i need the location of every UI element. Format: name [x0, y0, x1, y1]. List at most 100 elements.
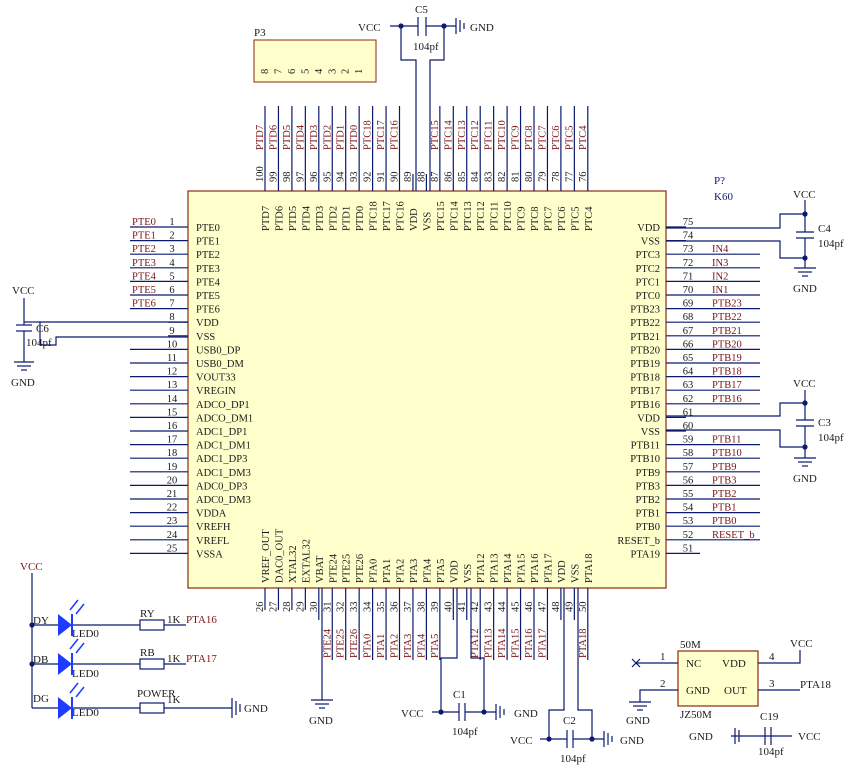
pin-name-right: PTB10: [630, 454, 660, 465]
net-label-bottom: PTA2: [390, 634, 401, 658]
pin-number-left: 3: [169, 244, 174, 255]
pin-name-left: VDD: [196, 318, 219, 329]
c19-gnd-label: GND: [689, 731, 713, 743]
pin-number-bottom: 28: [282, 602, 293, 613]
net-label-top: PTC5: [564, 125, 575, 150]
pin-number-left: 7: [169, 299, 174, 310]
c3-value: 104pf: [818, 432, 844, 444]
pin-name-top: PTC12: [476, 201, 487, 231]
c19-value: 104pf: [758, 746, 784, 758]
pin-name-top: PTC9: [517, 206, 528, 231]
cap-c6-group: [14, 298, 188, 371]
vcc-label-c4: VCC: [793, 189, 816, 201]
pin-number-bottom: 33: [349, 602, 360, 613]
pin-number-right: 68: [683, 312, 694, 323]
pin-name-left: PTE4: [196, 277, 221, 288]
net-label-bottom: PTA3: [403, 634, 414, 658]
net-label-right: PTB17: [712, 380, 742, 391]
pin-name-left: VREFL: [196, 536, 229, 547]
pin-number-top: 94: [336, 171, 347, 182]
pin-name-top: PTD4: [301, 205, 312, 231]
pin-number-left: 23: [167, 516, 178, 527]
ic-body: [187, 190, 667, 589]
net-label-top: PTC13: [457, 120, 468, 150]
pin-name-right: PTB9: [635, 468, 660, 479]
pin-number-top: 76: [578, 172, 589, 183]
net-label-top: PTC6: [551, 125, 562, 150]
pin-name-top: PTD5: [288, 206, 299, 231]
net-label-bottom: PTE25: [336, 629, 347, 658]
pin-number-right: 53: [683, 516, 694, 527]
pin-name-right: PTB16: [630, 400, 660, 411]
vcc-label-c6: VCC: [12, 285, 35, 297]
net-label-right: IN1: [712, 285, 728, 296]
pin-number-top: 99: [268, 172, 279, 183]
pin-number-bottom: 37: [403, 602, 414, 613]
pin-name-bottom: PTA0: [369, 559, 380, 583]
net-label-top: PTC9: [511, 125, 522, 150]
osc-pin2-name: GND: [686, 685, 710, 697]
pin-number-left: 25: [167, 543, 178, 554]
pin-name-top: PTD6: [274, 206, 285, 231]
pin-number-top: 93: [349, 172, 360, 183]
pin-number-top: 92: [363, 172, 374, 183]
pin-name-top: PTD3: [315, 206, 326, 231]
pin-name-right: PTB21: [630, 332, 660, 343]
pin-number-bottom: 35: [376, 602, 387, 613]
ic-bottom-pins: 26VREF_OUT27DAC0_OUT28XTAL3229EXTAL3230V…: [255, 528, 595, 660]
pin-number-left: 19: [167, 462, 178, 473]
pin-name-top: PTC6: [557, 206, 568, 231]
led-dg-part: LED0: [72, 707, 99, 719]
pin-name-top: PTC16: [396, 201, 407, 231]
pin-number-top: 98: [282, 172, 293, 183]
gnd-label-c6: GND: [11, 377, 35, 389]
osc-vcc-label: VCC: [790, 638, 813, 650]
pin-name-right: PTB1: [635, 509, 660, 520]
pin-name-bottom: PTE25: [342, 554, 353, 583]
pin-name-bottom: VSS: [463, 564, 474, 583]
net-label-bottom: PTA1: [376, 634, 387, 658]
cap-c5-group: [390, 17, 465, 191]
vcc-label-c3: VCC: [793, 378, 816, 390]
net-label-left: PTE6: [132, 299, 156, 310]
pin-number-bottom: 48: [551, 602, 562, 613]
pin-number-right: 69: [683, 299, 694, 310]
pin-name-top: PTD2: [328, 206, 339, 231]
osc-pin4-num: 4: [769, 651, 775, 663]
pin-number-top: 97: [295, 172, 306, 183]
c5-value: 104pf: [413, 41, 439, 53]
net-label-top: PTD5: [282, 125, 293, 150]
pin-number-right: 59: [683, 435, 694, 446]
net-label-bottom: PTA15: [511, 629, 522, 659]
osc-gnd-label: GND: [626, 715, 650, 727]
pin-number-right: 72: [683, 258, 694, 269]
res-ry-value: 1K: [167, 614, 181, 626]
pin-name-bottom: PTA15: [517, 554, 528, 584]
pin-number-left: 10: [167, 339, 178, 350]
pin-number-top: 83: [484, 172, 495, 183]
pin-number-bottom: 31: [322, 602, 333, 613]
pin-name-left: PTE3: [196, 264, 220, 275]
pin-name-left: ADC1_DP1: [196, 427, 247, 438]
pin-number-left: 9: [169, 326, 174, 337]
pin-name-left: VREGIN: [196, 386, 236, 397]
pin-name-top: PTD0: [355, 206, 366, 231]
net-label-right: PTB18: [712, 367, 742, 378]
pin-name-left: VDDA: [196, 509, 227, 520]
net-label-right: IN3: [712, 258, 728, 269]
pin-number-bottom: 30: [309, 602, 320, 613]
pin-number-bottom: 26: [255, 602, 266, 613]
pin-number-right: 54: [683, 503, 694, 514]
pin-number-right: 67: [683, 326, 694, 337]
pin-name-bottom: VBAT: [315, 555, 326, 583]
p3-pin-number: 6: [287, 69, 298, 74]
pin-name-right: PTB19: [630, 359, 660, 370]
pin-number-bottom: 42: [470, 602, 481, 613]
pin-name-top: PTC11: [490, 202, 501, 231]
p3-pin-number: 2: [341, 69, 352, 74]
c19-ref: C19: [760, 711, 779, 723]
pin-name-left: ADC1_DP3: [196, 454, 247, 465]
pin-name-bottom: PTA18: [584, 554, 595, 584]
pin-name-bottom: PTA3: [409, 559, 420, 583]
